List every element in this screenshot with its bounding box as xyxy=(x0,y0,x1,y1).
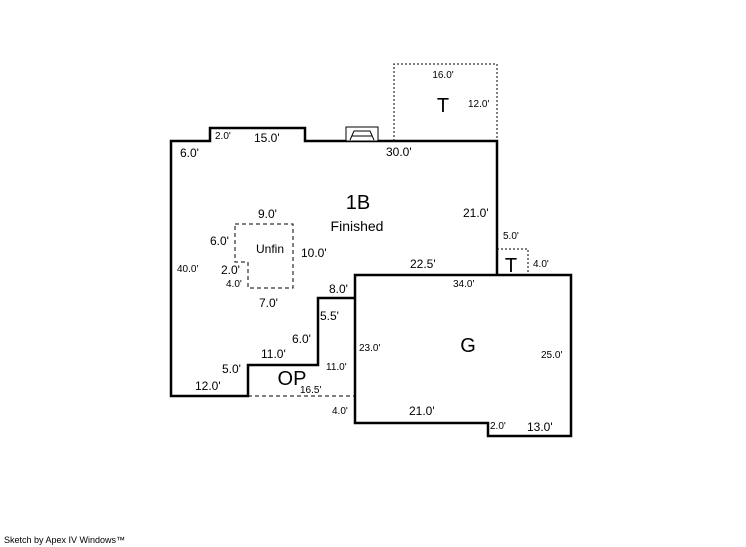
dim-label: 11.0' xyxy=(261,347,286,361)
dim-label: 2.0' xyxy=(221,263,240,277)
garage-label: G xyxy=(460,335,476,357)
dim-label: 4.0' xyxy=(332,406,348,417)
dim-label: 5.0' xyxy=(222,362,241,376)
dim-label: 4.0' xyxy=(226,279,242,290)
dim-label: 16.0' xyxy=(432,70,453,81)
dim-label: 25.0' xyxy=(541,350,562,361)
dim-label: 21.0' xyxy=(409,404,435,418)
terrace-top-label: T xyxy=(437,95,449,117)
dim-label: 9.0' xyxy=(258,207,277,221)
dim-label: 40.0' xyxy=(177,264,198,275)
dim-label: 7.0' xyxy=(259,296,278,310)
dim-label: 6.0' xyxy=(292,332,311,346)
terrace-top-outline xyxy=(393,63,498,141)
dim-label: 5.5' xyxy=(320,309,339,323)
garage-outline xyxy=(353,273,573,438)
main-area-desc: Finished xyxy=(331,218,384,234)
dim-label: 5.0' xyxy=(503,231,519,242)
dim-label: 12.0' xyxy=(468,99,489,110)
dim-label: 13.0' xyxy=(527,420,553,434)
dim-label: 22.5' xyxy=(410,257,436,271)
terrace-small-label: T xyxy=(505,255,517,277)
main-area-outline xyxy=(169,126,499,398)
dim-label: 23.0' xyxy=(359,343,380,354)
main-area-code: 1B xyxy=(346,192,370,214)
dim-label: 2.0' xyxy=(490,421,506,432)
dim-label: 6.0' xyxy=(180,146,199,160)
dim-label: 15.0' xyxy=(254,131,280,145)
dim-label: 10.0' xyxy=(301,246,327,260)
unfin-label: Unfin xyxy=(256,242,284,256)
unfin-area-outline xyxy=(234,223,294,289)
terrace-small-outline xyxy=(497,248,529,275)
dim-label: 34.0' xyxy=(453,279,474,290)
dim-label: 30.0' xyxy=(386,145,412,159)
dim-label: 4.0' xyxy=(533,259,549,270)
dim-label: 8.0' xyxy=(329,282,348,296)
dim-label: 6.0' xyxy=(210,234,229,248)
dim-label: 21.0' xyxy=(463,206,489,220)
footer-credit: Sketch by Apex IV Windows™ xyxy=(4,535,126,545)
dim-label: 16.5' xyxy=(300,385,321,396)
fireplace-icon xyxy=(345,126,379,142)
dim-label: 2.0' xyxy=(215,131,231,142)
dim-label: 11.0' xyxy=(326,362,347,373)
dim-label: 12.0' xyxy=(195,379,221,393)
porch-label: OP xyxy=(278,368,307,390)
